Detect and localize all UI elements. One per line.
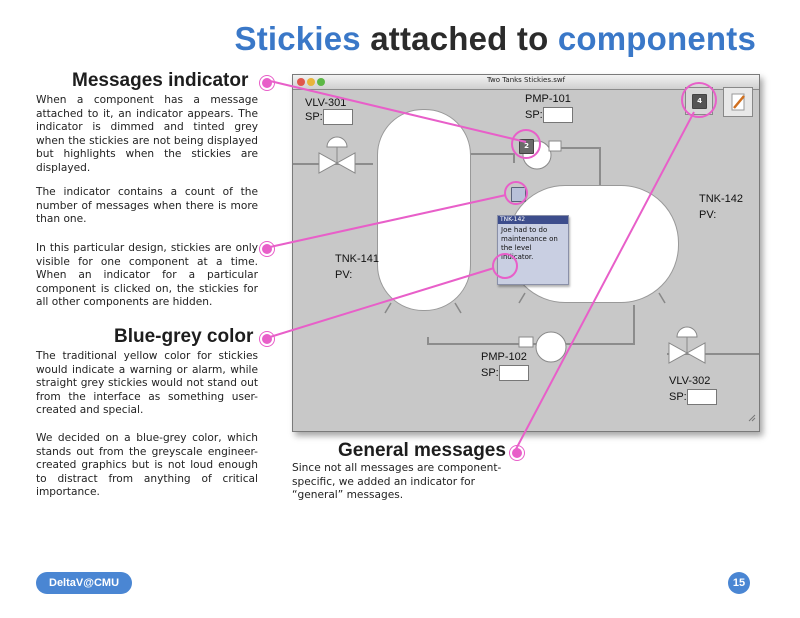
label-vlv302-sp: SP: bbox=[669, 391, 687, 403]
label-pmp101: PMP-101 bbox=[525, 93, 571, 105]
page-title: Stickies attached to components bbox=[234, 20, 756, 58]
general-messages-button[interactable]: 4 bbox=[685, 87, 713, 115]
label-pmp102: PMP-102 bbox=[481, 351, 527, 363]
pencil-icon bbox=[731, 93, 745, 111]
sticky-note[interactable]: TNK-142 Joe had to do maintenance on the… bbox=[497, 215, 569, 285]
label-tnk142-pv: PV: bbox=[699, 209, 717, 221]
vlv302-sp-input[interactable] bbox=[687, 389, 717, 405]
label-vlv301-sp: SP: bbox=[305, 111, 323, 123]
valve-vlv302 bbox=[668, 326, 706, 364]
blue-grey-paragraph-2: We decided on a blue-grey color, which s… bbox=[36, 432, 258, 499]
page-number: 15 bbox=[728, 572, 750, 594]
messages-indicator-heading: Messages indicator bbox=[72, 70, 249, 91]
pipe-to-pmp101 bbox=[469, 153, 515, 155]
add-note-button[interactable] bbox=[723, 87, 753, 117]
sticky-text: Joe had to do maintenance on the level i… bbox=[501, 226, 558, 261]
message-indicator-pmp101[interactable]: 2 bbox=[519, 139, 534, 154]
sticky-header: TNK-142 bbox=[498, 216, 568, 224]
label-pmp101-sp: SP: bbox=[525, 109, 543, 121]
callout-dot-blue-grey bbox=[260, 332, 274, 346]
callout-dot-messages-indicator bbox=[260, 76, 274, 90]
screenshot-window: Two Tanks Stickies.swf bbox=[292, 74, 760, 432]
callout-dot-visibility bbox=[260, 242, 274, 256]
general-messages-indicator: 4 bbox=[692, 94, 707, 109]
title-part-middle: attached to bbox=[360, 20, 558, 57]
blue-grey-paragraph-1: The traditional yellow color for stickie… bbox=[36, 350, 258, 417]
messages-indicator-paragraph-1: When a component has a message attached … bbox=[36, 94, 258, 174]
general-messages-paragraph: Since not all messages are component-spe… bbox=[292, 462, 502, 502]
label-pmp102-sp: SP: bbox=[481, 367, 499, 379]
message-indicator-tnk142[interactable] bbox=[511, 187, 526, 202]
callout-dot-general-messages bbox=[510, 446, 524, 460]
messages-indicator-paragraph-2: The indicator contains a count of the nu… bbox=[36, 186, 258, 226]
label-vlv301: VLV-301 bbox=[305, 97, 347, 109]
label-vlv302: VLV-302 bbox=[669, 375, 711, 387]
window-title: Two Tanks Stickies.swf bbox=[486, 76, 566, 84]
valve-vlv301 bbox=[318, 136, 356, 174]
messages-indicator-paragraph-3: In this particular design, stickies are … bbox=[36, 242, 258, 309]
label-tnk141-pv: PV: bbox=[335, 269, 353, 281]
blue-grey-heading: Blue-grey color bbox=[114, 326, 254, 347]
label-tnk142: TNK-142 bbox=[699, 193, 744, 205]
title-part-stickies: Stickies bbox=[234, 20, 361, 57]
vlv301-sp-input[interactable] bbox=[323, 109, 353, 125]
pipe-vlv302-right bbox=[667, 353, 759, 355]
pipe-tnk141-out bbox=[427, 337, 429, 345]
pmp102-sp-input[interactable] bbox=[499, 365, 529, 381]
pipe-to-pmp102 bbox=[427, 343, 537, 345]
label-tnk141: TNK-141 bbox=[335, 253, 380, 265]
title-part-components: components bbox=[557, 20, 756, 57]
general-messages-heading: General messages bbox=[338, 440, 506, 461]
footer-brand-pill: DeltaV@CMU bbox=[36, 572, 133, 594]
pmp101-sp-input[interactable] bbox=[543, 107, 573, 123]
